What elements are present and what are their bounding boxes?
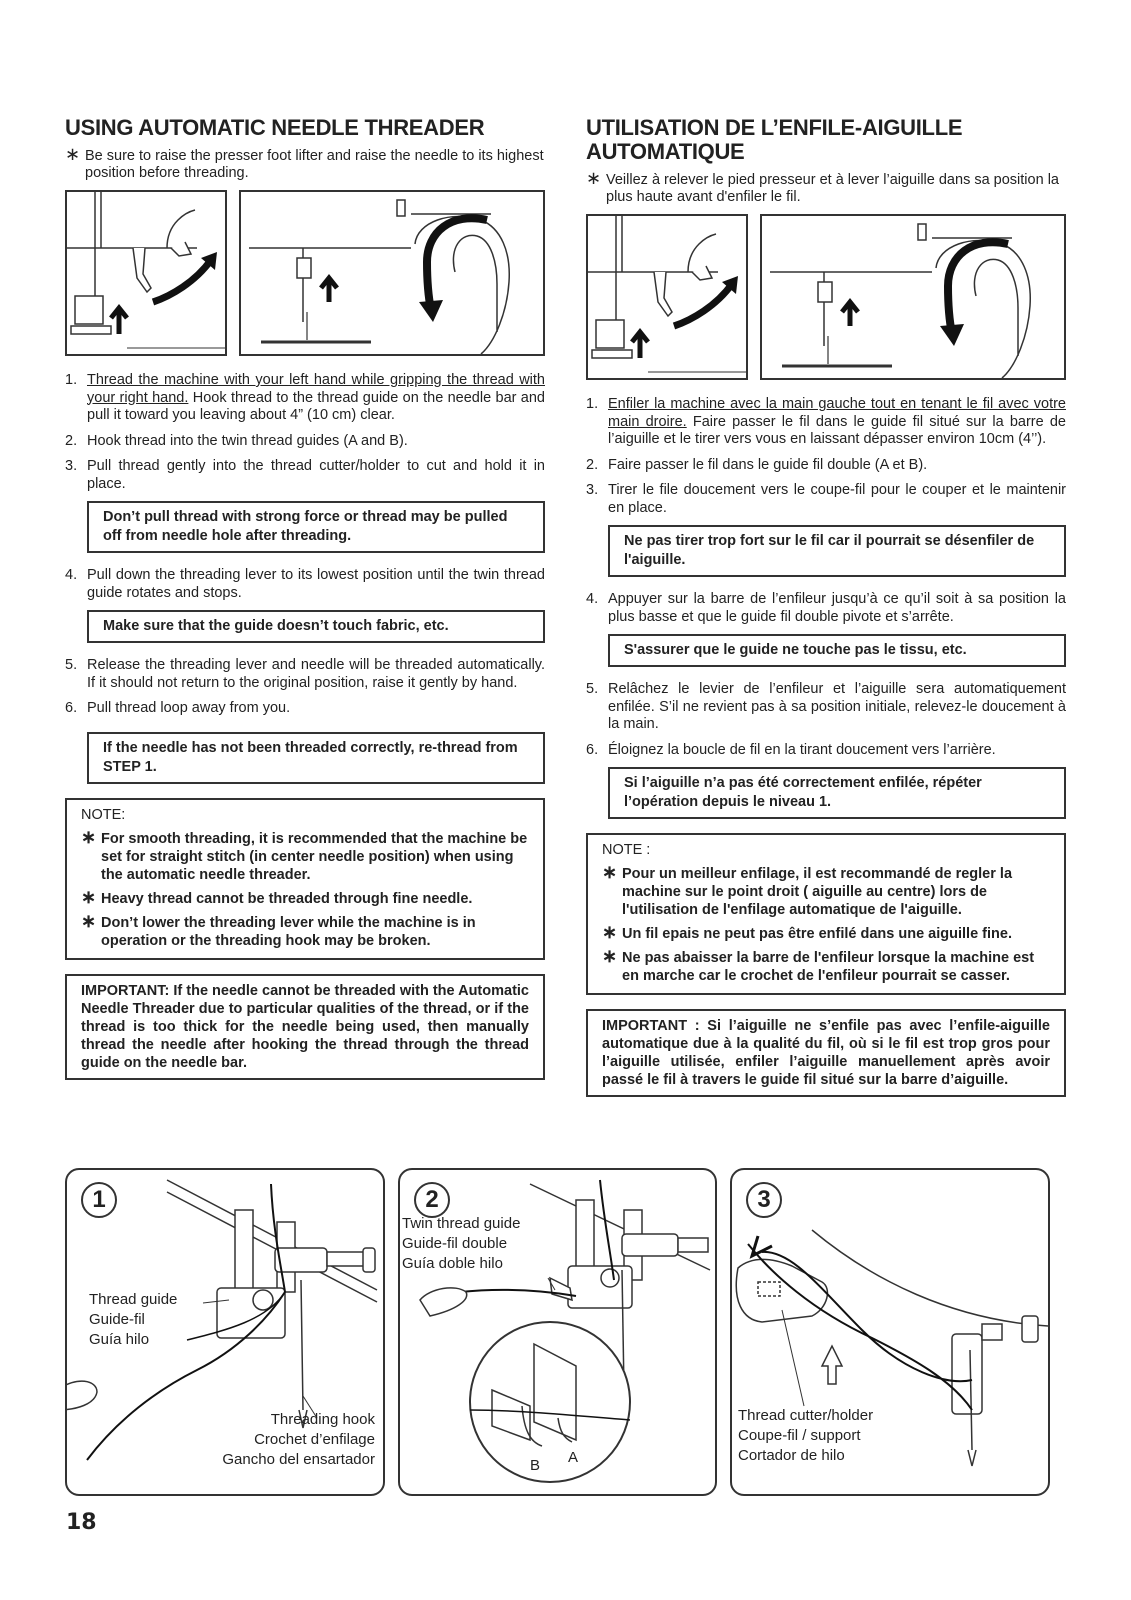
note-box: NOTE : ∗Pour un meilleur enfilage, il es… [586, 833, 1066, 995]
step-3: 3.Tirer le file doucement vers le coupe-… [586, 482, 1066, 516]
needle-raise-figure [760, 214, 1066, 380]
illustration-panel-2: 2 Twin thread guide Guide-fil double Guí… [398, 1168, 717, 1496]
warning-box-fabric: S'assurer que le guide ne touche pas le … [608, 634, 1066, 667]
curved-arrow-icon [672, 281, 735, 330]
guide-a-label: A [568, 1449, 579, 1466]
star-bullet-icon: ∗ [602, 862, 618, 882]
illustration-panel-1: 1 Thread guide Guide-fil Guía hilo Threa… [65, 1168, 385, 1496]
instruction-steps: 1.Enfiler la machine avec la main gauche… [586, 396, 1066, 517]
up-arrow-icon [109, 303, 129, 334]
warning-box-rethread: If the needle has not been threaded corr… [87, 731, 545, 784]
preparation-figures [586, 214, 1066, 380]
panel-number-badge: 2 [414, 1182, 450, 1218]
warning-box-fabric: Make sure that the guide doesn’t touch f… [87, 610, 545, 643]
english-column: USING AUTOMATIC NEEDLE THREADER ∗Be sure… [65, 116, 545, 1080]
note-box: NOTE: ∗For smooth threading, it is recom… [65, 797, 545, 960]
needle-raise-figure [239, 190, 545, 356]
instruction-steps-cont: 4.Appuyer sur la barre de l’enfileur jus… [586, 591, 1066, 626]
important-box: IMPORTANT: If the needle cannot be threa… [65, 973, 545, 1080]
star-bullet-icon: ∗ [81, 910, 97, 931]
step-2: 2.Faire passer le fil dans le guide fil … [586, 456, 928, 473]
star-bullet-icon: ∗ [81, 886, 97, 907]
step-6: 6.Pull thread loop away from you. [65, 700, 291, 716]
instruction-steps: 1.Thread the machine with your left hand… [65, 372, 545, 493]
curved-arrow-icon [422, 214, 488, 311]
up-arrow-icon [630, 327, 650, 358]
note-item-3: ∗Ne pas abaisser la barre de l'enfileur … [602, 946, 1035, 984]
note-item-2: ∗Un fil epais ne peut pas être enfilé da… [602, 922, 1012, 942]
star-bullet-icon: ∗ [586, 168, 602, 188]
star-bullet-icon: ∗ [602, 922, 618, 942]
thread-cutter-illustration [735, 1229, 1048, 1467]
note-item-1: ∗Pour un meilleur enfilage, il est recom… [602, 862, 1013, 918]
section-title: UTILISATION DE L’ENFILE-AIGUILLE AUTOMAT… [586, 115, 963, 164]
warning-box-pull: Don’t pull thread with strong force or t… [87, 501, 545, 553]
warning-box-rethread: Si l’aiguille n’a pas été correctement e… [608, 767, 1066, 819]
thread-guide-illustration [67, 1179, 378, 1461]
step-5: 5.Relâchez le levier de l’enfileur et l’… [586, 681, 1066, 732]
intro-text: ∗Veillez à relever le pied presseur et à… [586, 168, 1059, 205]
thread-cutter-label: Thread cutter/holder Coupe-fil / support… [738, 1407, 874, 1464]
note-item-2: ∗Heavy thread cannot be threaded through… [81, 886, 473, 907]
step-1: 1.Enfiler la machine avec la main gauche… [586, 396, 1066, 447]
note-header: NOTE: [81, 806, 126, 823]
step-2: 2.Hook thread into the twin thread guide… [65, 432, 408, 449]
panel-number-badge: 1 [81, 1182, 117, 1218]
section-title: USING AUTOMATIC NEEDLE THREADER [65, 115, 485, 140]
up-arrow-icon [840, 297, 860, 326]
step-4: 4.Appuyer sur la barre de l’enfileur jus… [586, 591, 1066, 625]
step-3: 3.Pull thread gently into the thread cut… [65, 458, 545, 492]
intro-text: ∗Be sure to raise the presser foot lifte… [65, 144, 544, 181]
threading-hook-label: Threading hook Crochet d’enfilage Gancho… [222, 1411, 375, 1468]
note-header: NOTE : [602, 842, 651, 858]
instruction-steps-cont2: 5.Release the threading lever and needle… [65, 657, 545, 718]
important-box: IMPORTANT : Si l’aiguille ne s’enfile pa… [586, 1009, 1066, 1097]
twin-thread-guide-label: Twin thread guide Guide-fil double Guía … [402, 1215, 521, 1272]
note-item-3: ∗Don’t lower the threading lever while t… [81, 910, 476, 949]
star-bullet-icon: ∗ [81, 826, 97, 847]
star-bullet-icon: ∗ [602, 946, 618, 966]
page-number: 18 [66, 1510, 97, 1535]
illustration-panel-3: 3 Thread cutter/holder Coupe-fil / suppo… [730, 1168, 1050, 1496]
panel-number-badge: 3 [746, 1182, 782, 1218]
twin-thread-guide-illustration [419, 1179, 711, 1483]
step-4: 4.Pull down the threading lever to its l… [65, 567, 545, 601]
warning-box-pull: Ne pas tirer trop fort sur le fil car il… [608, 525, 1066, 577]
french-column: UTILISATION DE L’ENFILE-AIGUILLE AUTOMAT… [586, 116, 1066, 1097]
preparation-figures [65, 190, 545, 356]
star-bullet-icon: ∗ [65, 144, 81, 164]
step-1: 1.Thread the machine with your left hand… [65, 372, 545, 423]
presser-foot-figure [586, 214, 748, 380]
up-arrow-icon [319, 273, 339, 302]
curved-arrow-icon [151, 257, 214, 306]
note-item-1: ∗For smooth threading, it is recommended… [81, 826, 528, 883]
thread-guide-label: Thread guide Guide-fil Guía hilo [89, 1291, 178, 1348]
step-5: 5.Release the threading lever and needle… [65, 657, 545, 691]
instruction-steps-cont: 4.Pull down the threading lever to its l… [65, 567, 545, 602]
guide-b-label: B [530, 1457, 541, 1474]
curved-arrow-icon [943, 238, 1009, 335]
presser-foot-figure [65, 190, 227, 356]
instruction-steps-cont2: 5.Relâchez le levier de l’enfileur et l’… [586, 681, 1066, 759]
step-6: 6.Éloignez la boucle de fil en la tirant… [586, 741, 996, 758]
